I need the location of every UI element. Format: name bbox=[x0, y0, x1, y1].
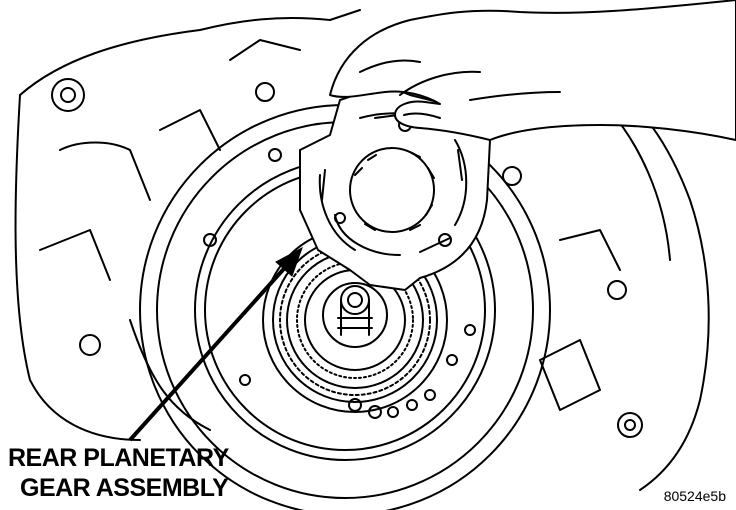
technician-hand bbox=[329, 0, 736, 141]
case-boss bbox=[51, 78, 85, 112]
callout-label-line-2: GEAR ASSEMBLY bbox=[20, 474, 229, 502]
callout-arrow bbox=[128, 246, 303, 442]
carrier-center-hole bbox=[349, 147, 435, 233]
rear-planetary-carrier bbox=[299, 84, 491, 291]
callout-label-line-1: REAR PLANETARY bbox=[8, 444, 229, 472]
output-shaft bbox=[340, 285, 370, 315]
figure-id: 80524e5b bbox=[663, 488, 726, 504]
case-outline bbox=[14, 9, 710, 491]
bolt-holes bbox=[239, 148, 476, 419]
